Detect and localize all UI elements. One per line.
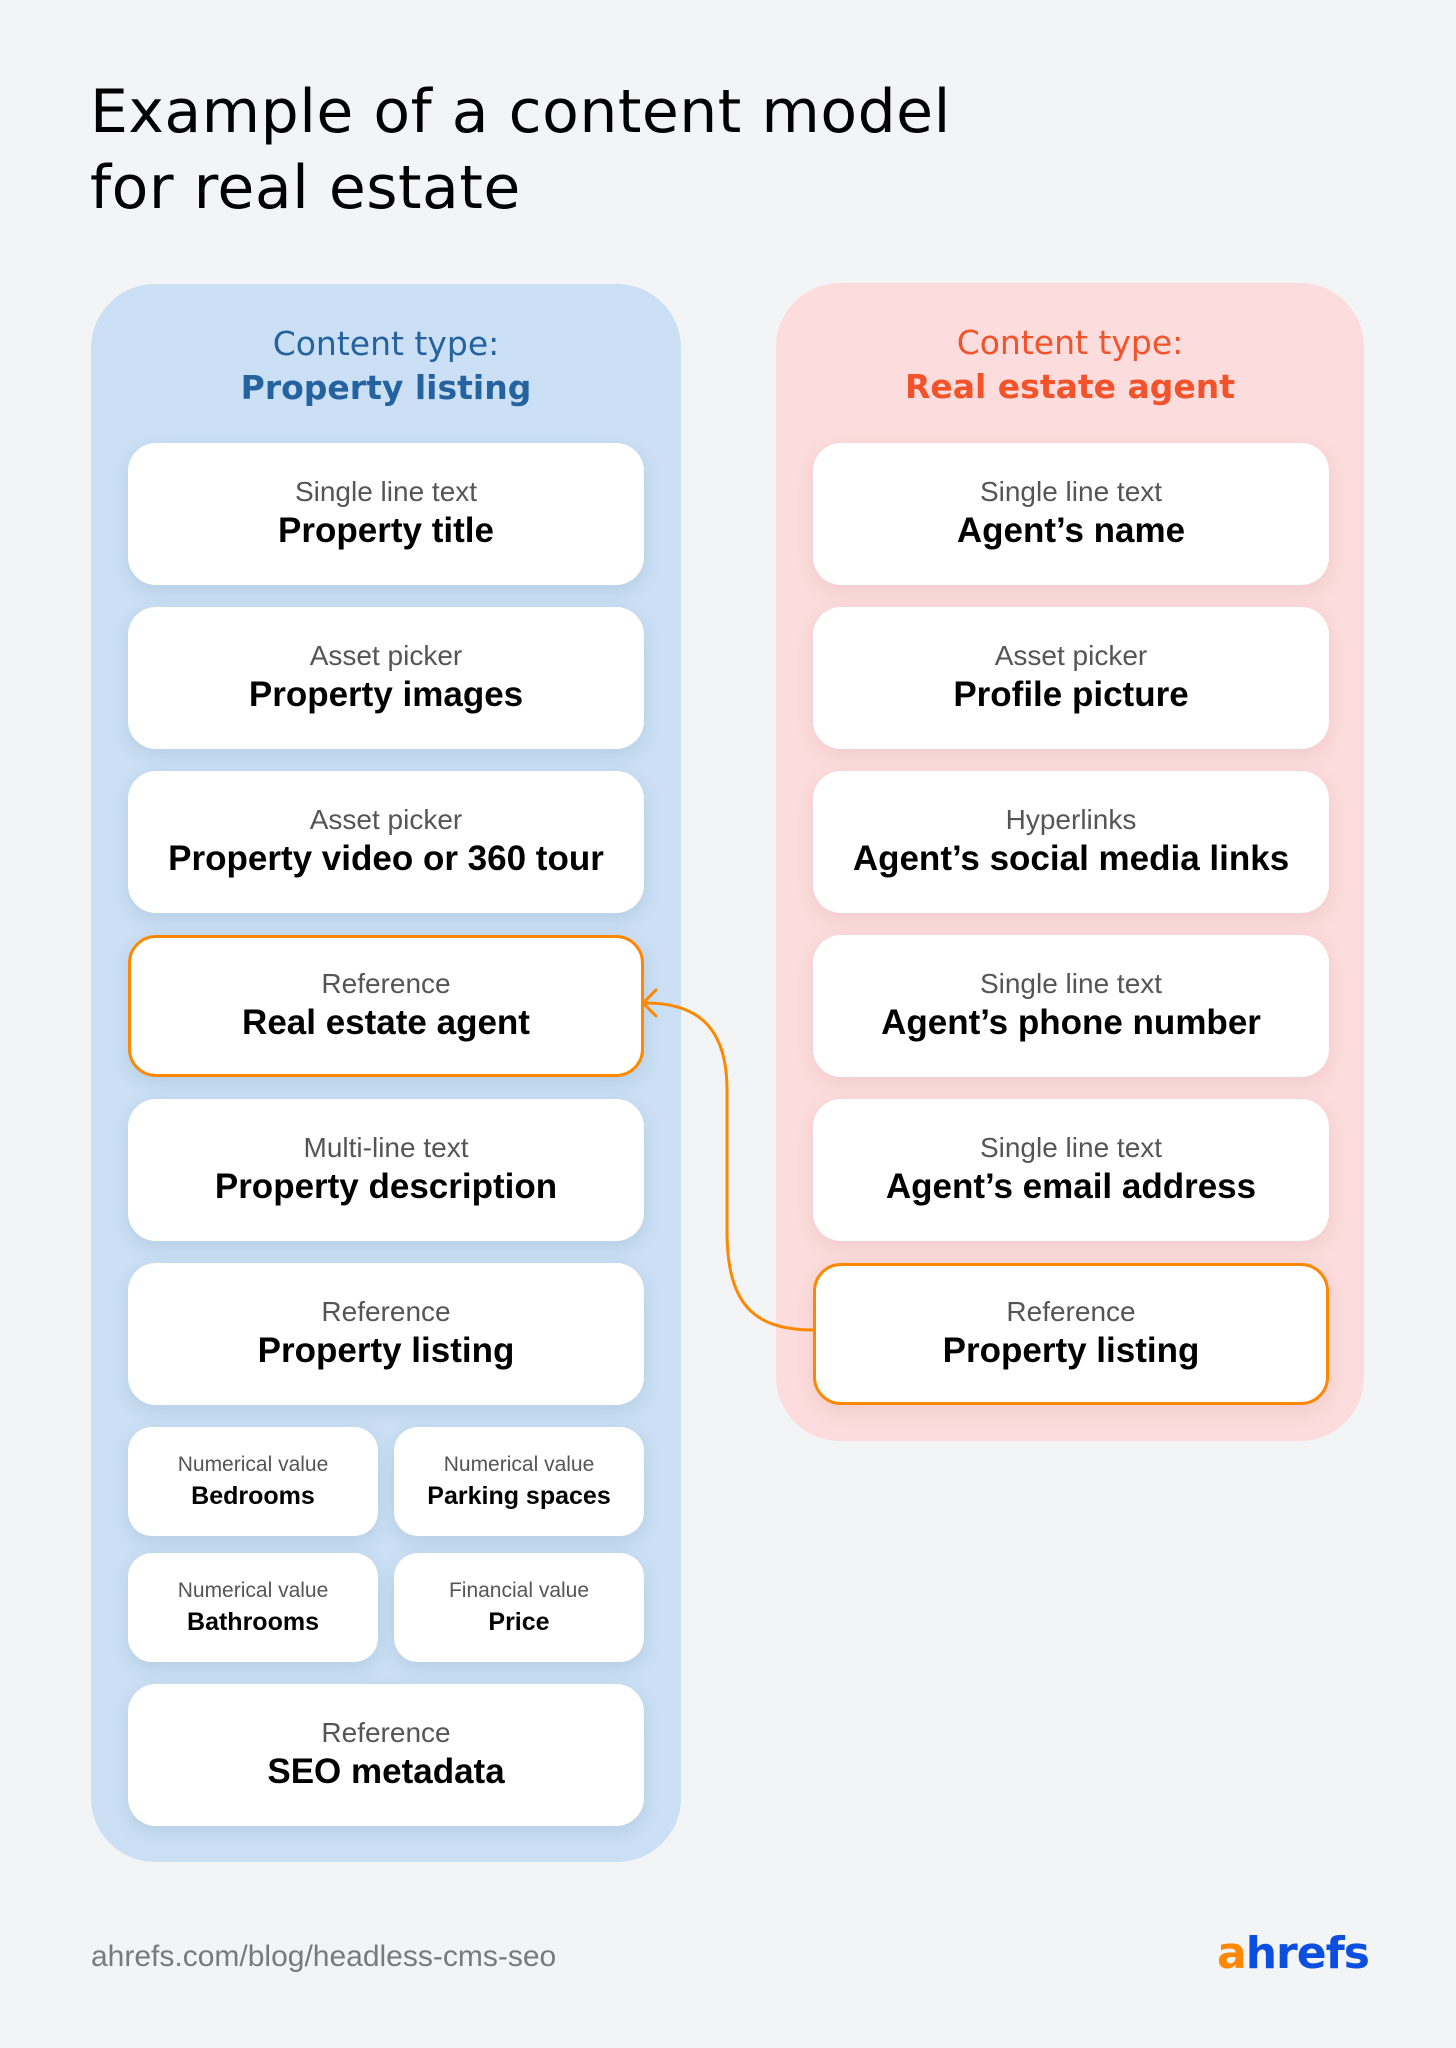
field-card-reference-real-estate-agent: Reference Real estate agent	[128, 935, 644, 1077]
field-name: Property description	[214, 1167, 558, 1206]
field-type: Numerical value	[443, 1452, 595, 1476]
field-type: Asset picker	[309, 804, 463, 835]
field-name: Parking spaces	[427, 1481, 611, 1510]
field-card-bathrooms: Numerical value Bathrooms	[128, 1553, 378, 1662]
field-type: Reference	[321, 968, 451, 999]
field-name: Agent’s name	[956, 511, 1186, 550]
field-card-property-images: Asset picker Property images	[128, 607, 644, 749]
field-type: Multi-line text	[303, 1132, 469, 1163]
title-line-1: Example of a content model	[90, 77, 951, 147]
field-card-reference-property-listing: Reference Property listing	[128, 1263, 644, 1405]
field-card-property-video: Asset picker Property video or 360 tour	[128, 771, 644, 913]
field-name: Property video or 360 tour	[168, 839, 604, 878]
panel-heading: Content type: Real estate agent	[776, 321, 1364, 409]
field-card-agents-name: Single line text Agent’s name	[813, 443, 1329, 585]
field-name: Price	[488, 1607, 550, 1636]
field-type: Single line text	[979, 1132, 1163, 1163]
panel-heading-name: Real estate agent	[904, 367, 1236, 406]
ahrefs-logo: ahrefs	[1217, 1928, 1370, 1980]
field-name: Property images	[248, 675, 524, 714]
panel-heading: Content type: Property listing	[91, 322, 681, 410]
field-type: Financial value	[448, 1578, 590, 1602]
field-type: Asset picker	[309, 640, 463, 671]
title-line-2: for real estate	[90, 153, 521, 223]
field-card-phone-number: Single line text Agent’s phone number	[813, 935, 1329, 1077]
field-name: Bathrooms	[187, 1607, 319, 1636]
content-type-panel-real-estate-agent: Content type: Real estate agent Single l…	[776, 283, 1364, 1441]
field-card-property-title: Single line text Property title	[128, 443, 644, 585]
field-type: Hyperlinks	[1005, 804, 1137, 835]
logo-letter-a: a	[1217, 1928, 1247, 1979]
field-card-price: Financial value Price	[394, 1553, 644, 1662]
field-type: Reference	[1006, 1296, 1136, 1327]
field-card-bedrooms: Numerical value Bedrooms	[128, 1427, 378, 1536]
field-type: Reference	[321, 1717, 451, 1748]
field-type: Asset picker	[994, 640, 1148, 671]
panel-heading-name: Property listing	[240, 368, 532, 407]
field-type: Single line text	[979, 968, 1163, 999]
diagram-title: Example of a content model for real esta…	[90, 74, 951, 226]
panel-heading-prefix: Content type:	[956, 323, 1184, 362]
field-name: Agent’s email address	[885, 1167, 1257, 1206]
field-name: Bedrooms	[191, 1481, 315, 1510]
source-url: ahrefs.com/blog/headless-cms-seo	[91, 1940, 557, 1973]
content-type-panel-property-listing: Content type: Property listing Single li…	[91, 284, 681, 1862]
field-name: Profile picture	[953, 675, 1189, 714]
field-name: Real estate agent	[242, 1003, 530, 1042]
field-type: Single line text	[979, 476, 1163, 507]
field-card-seo-metadata: Reference SEO metadata	[128, 1684, 644, 1826]
field-name: SEO metadata	[267, 1752, 505, 1791]
field-card-profile-picture: Asset picker Profile picture	[813, 607, 1329, 749]
field-name: Property listing	[257, 1331, 515, 1370]
field-type: Reference	[321, 1296, 451, 1327]
field-type: Single line text	[294, 476, 478, 507]
field-name: Agent’s social media links	[852, 839, 1290, 878]
field-card-parking-spaces: Numerical value Parking spaces	[394, 1427, 644, 1536]
field-card-reference-property-listing: Reference Property listing	[813, 1263, 1329, 1405]
field-name: Agent’s phone number	[881, 1003, 1261, 1042]
field-name: Property listing	[942, 1331, 1200, 1370]
field-name: Property title	[278, 511, 494, 550]
field-type: Numerical value	[177, 1578, 329, 1602]
logo-letters-hrefs: hrefs	[1245, 1928, 1370, 1979]
field-card-email-address: Single line text Agent’s email address	[813, 1099, 1329, 1241]
field-type: Numerical value	[177, 1452, 329, 1476]
field-card-property-description: Multi-line text Property description	[128, 1099, 644, 1241]
panel-heading-prefix: Content type:	[272, 324, 500, 363]
field-card-social-media-links: Hyperlinks Agent’s social media links	[813, 771, 1329, 913]
